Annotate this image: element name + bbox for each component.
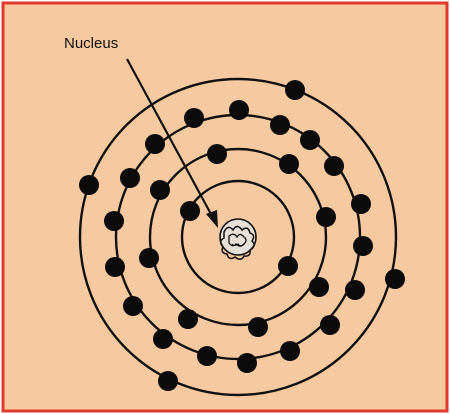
electron — [104, 211, 124, 231]
electron — [280, 341, 300, 361]
electron — [300, 130, 320, 150]
electron — [120, 168, 140, 188]
nucleus — [220, 219, 256, 259]
electron — [237, 353, 257, 373]
electron — [320, 315, 340, 335]
electron — [153, 329, 173, 349]
electron — [123, 296, 143, 316]
electron — [197, 346, 217, 366]
electron — [316, 207, 336, 227]
electron — [145, 134, 165, 154]
electron — [158, 371, 178, 391]
nucleus-label: Nucleus — [64, 35, 118, 52]
electron — [150, 180, 170, 200]
electron — [309, 277, 329, 297]
electron — [207, 144, 227, 164]
electron — [345, 280, 365, 300]
electron — [385, 269, 405, 289]
electron — [324, 156, 344, 176]
electron — [184, 108, 204, 128]
electron — [180, 201, 200, 221]
electron — [248, 317, 268, 337]
electron — [139, 248, 159, 268]
electron — [270, 115, 290, 135]
electron — [353, 236, 373, 256]
diagram-background — [3, 3, 447, 411]
electron — [79, 175, 99, 195]
electron — [178, 309, 198, 329]
electron — [285, 80, 305, 100]
electron — [351, 194, 371, 214]
electron — [105, 257, 125, 277]
electron — [278, 256, 298, 276]
electron — [279, 154, 299, 174]
electron — [229, 100, 249, 120]
